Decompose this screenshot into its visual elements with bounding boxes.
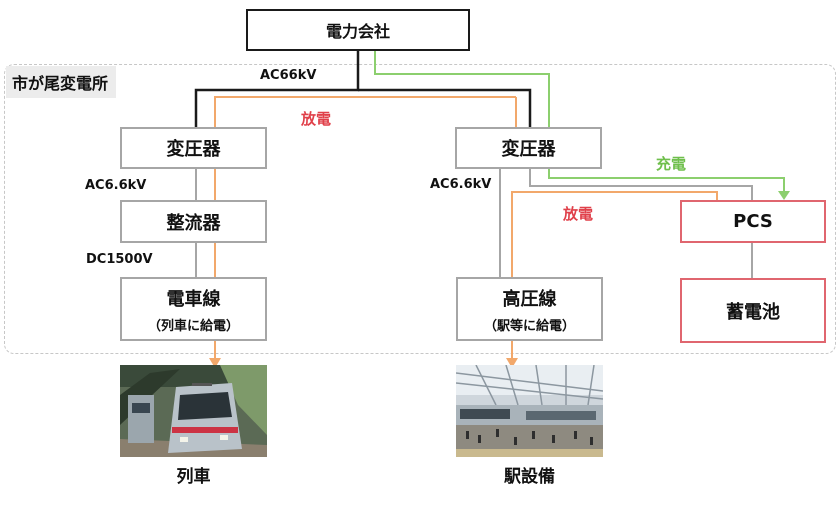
- left-transformer-label: 変圧器: [166, 139, 221, 160]
- catenary-box: 電車線 （列車に給電）: [120, 277, 267, 341]
- discharge-line-battery: [511, 191, 718, 360]
- station-caption: 駅設備: [504, 467, 555, 487]
- station-photo: [456, 365, 603, 457]
- left-dc-voltage-label: DC1500V: [86, 252, 153, 267]
- substation-zone: [4, 64, 836, 354]
- substation-title: 市が尾変電所: [6, 66, 117, 98]
- ac66kv-wire: [194, 50, 360, 127]
- ac66kv-wire-right: [358, 88, 532, 127]
- power-company-box: 電力会社: [246, 9, 470, 51]
- catenary-sub-label: （列車に給電）: [147, 318, 239, 334]
- battery-box: 蓄電池: [680, 278, 826, 343]
- discharge-arrow-right: [506, 358, 518, 368]
- rectifier-label: 整流器: [166, 212, 221, 234]
- right-tf-pcs-line: [529, 169, 753, 200]
- left-ac-voltage-label: AC6.6kV: [85, 178, 147, 193]
- high-voltage-line-sub-label: （駅等に給電）: [483, 318, 575, 334]
- pcs-box: PCS: [680, 200, 826, 243]
- right-transformer-box: 変圧器: [455, 127, 602, 169]
- discharge-arrow-left: [209, 358, 221, 368]
- discharge-label-right: 放電: [563, 205, 594, 223]
- discharge-line-top: [214, 96, 516, 360]
- rectifier-box: 整流器: [120, 200, 267, 243]
- high-voltage-line-label: 高圧線: [502, 288, 557, 310]
- charge-arrow: [778, 191, 790, 200]
- charge-label: 充電: [656, 155, 687, 173]
- high-voltage-line-box: 高圧線 （駅等に給電）: [456, 277, 603, 341]
- catenary-label: 電車線: [166, 288, 221, 310]
- charge-line: [374, 50, 785, 193]
- incoming-voltage-label: AC66kV: [260, 68, 317, 83]
- right-ac-voltage-label: AC6.6kV: [430, 177, 492, 192]
- left-transformer-box: 変圧器: [120, 127, 267, 169]
- battery-label: 蓄電池: [726, 301, 780, 323]
- discharge-label-top: 放電: [301, 110, 332, 128]
- train-photo: [120, 365, 267, 457]
- power-company-label: 電力会社: [325, 22, 390, 41]
- pcs-label: PCS: [733, 211, 773, 232]
- train-caption: 列車: [176, 467, 211, 487]
- right-transformer-label: 変圧器: [501, 139, 556, 160]
